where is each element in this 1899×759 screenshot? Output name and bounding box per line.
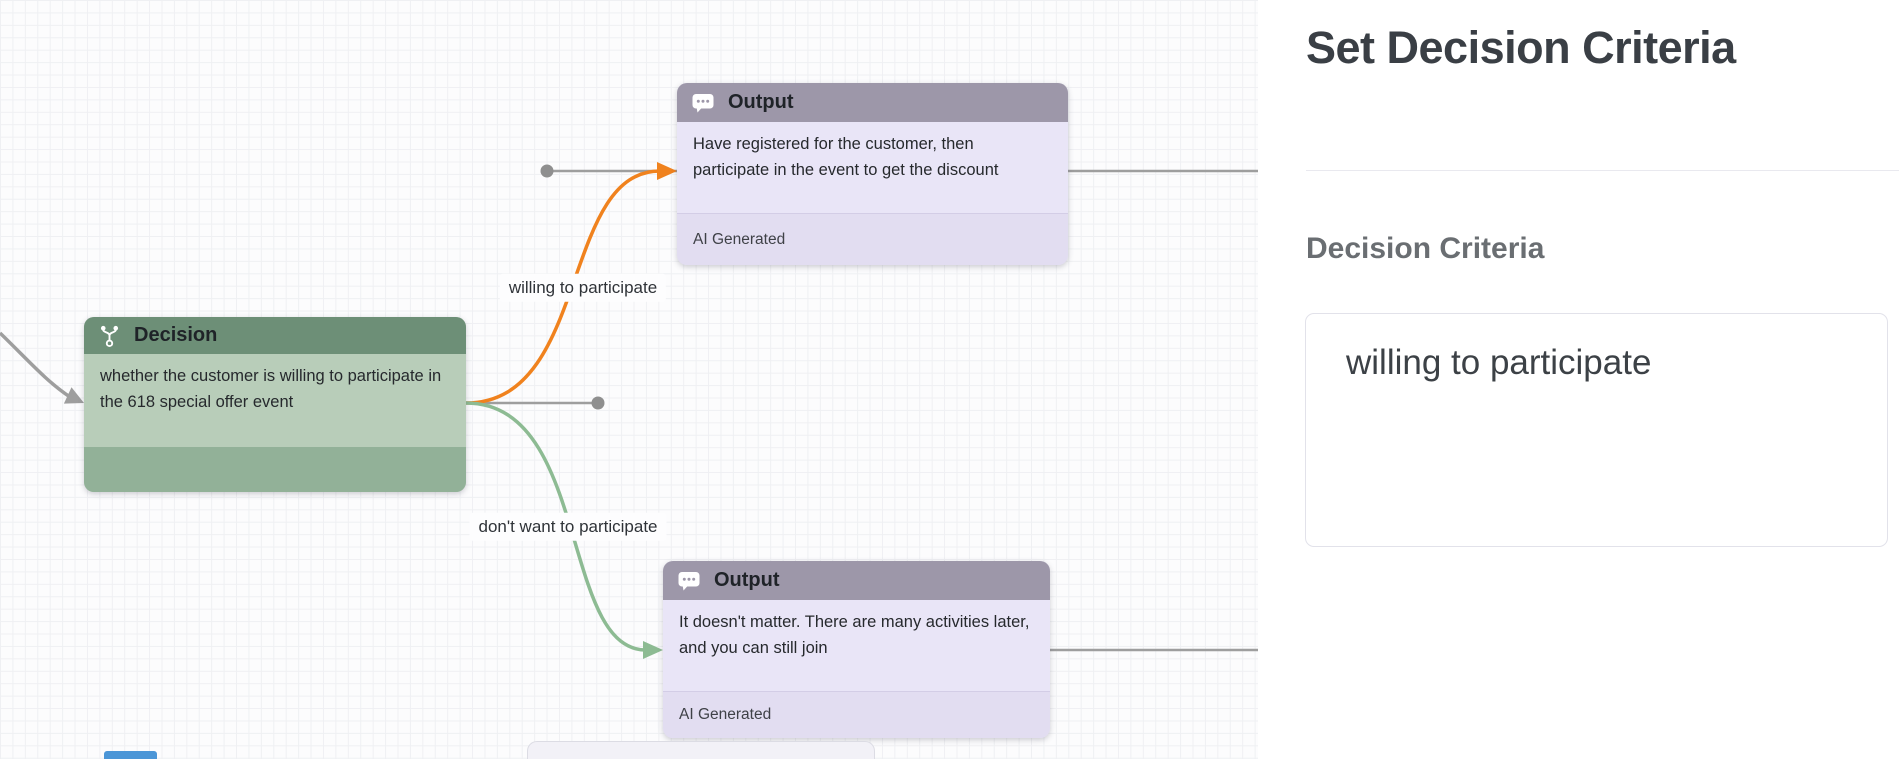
output-node-top-header: Output: [677, 83, 1068, 122]
incoming-edge-arrowhead: [63, 387, 84, 404]
decision-node-header: Decision: [84, 317, 466, 354]
output-node-top[interactable]: Output Have registered for the customer,…: [677, 83, 1068, 265]
offscreen-node-sliver: [527, 741, 875, 759]
output-node-top-description: Have registered for the customer, then p…: [693, 135, 999, 179]
flow-canvas[interactable]: willing to participate don't want to par…: [0, 0, 1258, 759]
output-node-bottom[interactable]: Output It doesn't matter. There are many…: [663, 561, 1050, 738]
decision-criteria-input[interactable]: willing to participate: [1305, 313, 1888, 547]
edge-dont-want-arrowhead: [643, 641, 663, 659]
edge-handle-middle[interactable]: [591, 396, 605, 410]
decision-node-title: Decision: [134, 324, 218, 346]
incoming-edge: [0, 331, 71, 399]
panel-title: Set Decision Criteria: [1306, 22, 1736, 73]
decision-node[interactable]: Decision whether the customer is willing…: [84, 317, 466, 492]
panel-divider: [1306, 170, 1899, 171]
speech-bubble-icon: [677, 569, 701, 593]
decision-node-footer: [84, 447, 466, 492]
output-node-top-title: Output: [728, 91, 794, 113]
decision-node-description: whether the customer is willing to parti…: [100, 367, 442, 411]
output-node-bottom-title: Output: [714, 569, 780, 591]
branch-icon: [98, 323, 121, 348]
edge-label-dont-want[interactable]: don't want to participate: [469, 512, 667, 542]
offscreen-blue-node-sliver: [104, 751, 157, 759]
output-node-bottom-header: Output: [663, 561, 1050, 600]
output-node-top-footer-label: AI Generated: [677, 213, 1068, 265]
edge-handle-top[interactable]: [540, 164, 554, 178]
decision-criteria-heading: Decision Criteria: [1306, 232, 1545, 265]
speech-bubble-icon: [691, 91, 715, 115]
output-node-bottom-footer-label: AI Generated: [663, 691, 1050, 738]
output-node-bottom-description: It doesn't matter. There are many activi…: [679, 613, 1030, 657]
edge-label-willing[interactable]: willing to participate: [499, 273, 667, 303]
config-panel: Set Decision Criteria Decision Criteria …: [1258, 0, 1899, 759]
edge-willing-arrowhead: [657, 162, 677, 180]
